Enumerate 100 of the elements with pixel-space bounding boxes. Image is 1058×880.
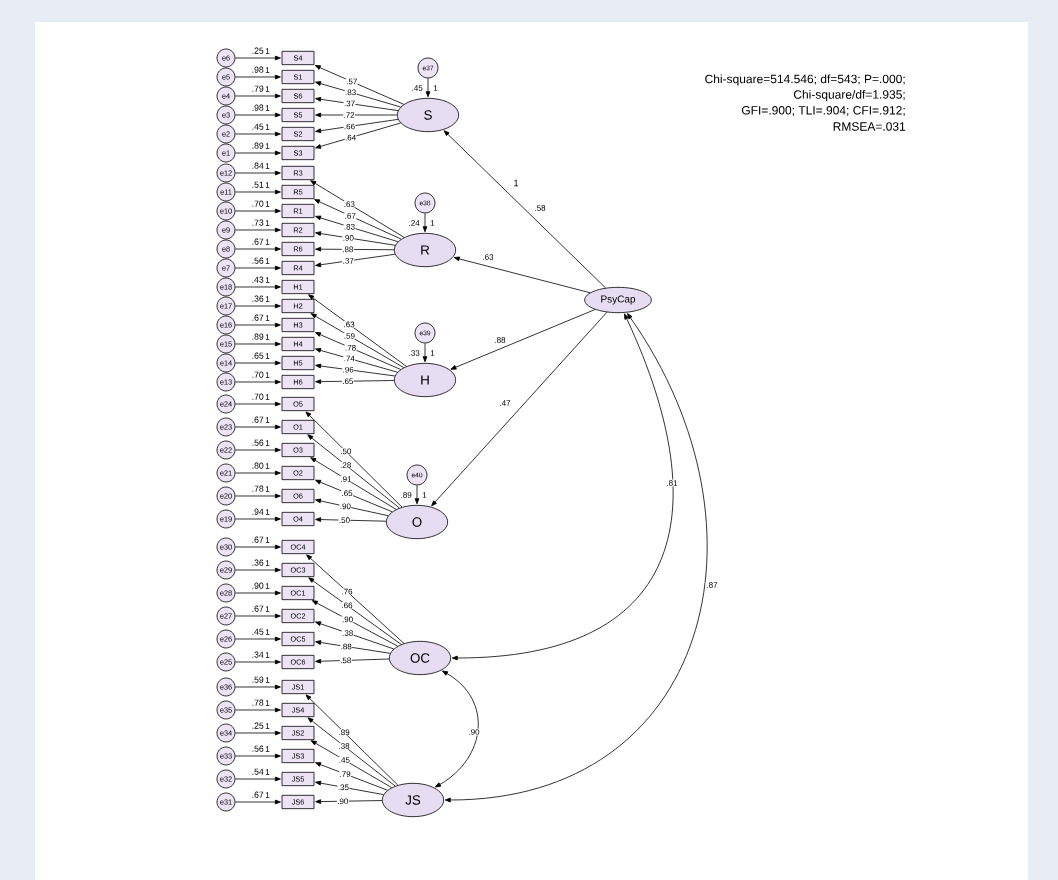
arrow: [235, 227, 281, 233]
value-label: .98: [252, 66, 264, 73]
arrow: [235, 246, 281, 252]
arrow: [235, 265, 281, 271]
coefficient-label: 1: [514, 179, 519, 187]
arrow: [235, 544, 281, 550]
edge-label: .63: [481, 253, 495, 261]
edge-label: 1: [265, 606, 270, 612]
arrow: [235, 613, 281, 619]
edge-label: 1: [265, 296, 270, 302]
edge-label: .88: [341, 246, 354, 253]
edge-label: .90: [467, 728, 481, 736]
arrow: [315, 253, 396, 268]
edge-label: .50: [339, 448, 352, 455]
edge-label: .64: [344, 134, 357, 141]
edge-label: 1: [265, 463, 270, 469]
edge-label: .57: [345, 78, 358, 85]
value-label: .84: [252, 162, 264, 169]
edge-label: 1: [433, 85, 438, 91]
arrow: [235, 284, 281, 290]
edge-label: .63: [343, 200, 356, 208]
value-label: .36: [252, 295, 264, 302]
arrow: [235, 799, 281, 805]
edge-label: .83: [343, 223, 356, 231]
value-label: .80: [252, 462, 264, 469]
arrow: [235, 590, 281, 596]
arrow: [235, 776, 281, 782]
arrow: [235, 303, 281, 309]
value-label: .90: [252, 582, 264, 589]
arrow: [315, 215, 399, 243]
edge-label: 1: [265, 182, 270, 188]
edge-label: 1: [430, 350, 435, 356]
arrow: [308, 577, 402, 645]
edge-label: .28: [339, 461, 352, 469]
edge-label: .88: [340, 643, 353, 650]
edge-label: .37: [342, 257, 355, 265]
arrow: [315, 658, 390, 664]
arrow: [235, 401, 281, 407]
arrow: [235, 684, 281, 690]
arrow: [235, 131, 281, 137]
edge-label: .90: [336, 798, 349, 805]
value-label: .25: [252, 47, 264, 54]
edge-label: 1: [265, 700, 270, 706]
edge-label: 1: [265, 537, 270, 543]
edge-label: 1: [265, 163, 270, 169]
arrow: [235, 379, 281, 385]
edge-label: .78: [344, 344, 357, 351]
edge-label: .59: [343, 332, 356, 340]
arrow: [431, 311, 608, 507]
arrow: [315, 799, 383, 804]
value-label: .70: [252, 200, 264, 207]
arrow: [235, 567, 281, 573]
arrow: [306, 554, 405, 644]
arrow: [310, 740, 393, 788]
edge-label: .65: [341, 489, 353, 497]
arrow: [235, 360, 281, 366]
arrow: [235, 659, 281, 665]
arrow: [305, 411, 403, 508]
arrow: [315, 780, 384, 795]
arrow: [235, 753, 281, 759]
edge-label: .76: [341, 588, 353, 595]
fit-statistics-text: GFI=.900; TLI=.904; CFI=.912;: [741, 106, 905, 116]
arrow: [453, 256, 591, 294]
value-label: .67: [252, 416, 264, 423]
edge-label: 1: [265, 239, 270, 245]
arrow: [235, 707, 281, 713]
arrow: [414, 485, 420, 505]
arrow: [235, 55, 281, 61]
edge-label: .88: [493, 336, 507, 344]
arrow: [307, 434, 400, 509]
edge-label: .81: [665, 479, 679, 487]
edge-label: 1: [265, 143, 270, 149]
edge-label: 1: [265, 394, 270, 400]
arrow: [235, 516, 281, 522]
arrow: [315, 363, 396, 377]
fit-statistics-text: Chi-square/df=1.935;: [793, 89, 905, 102]
arrow: [425, 78, 431, 98]
value-label: .24: [409, 220, 420, 226]
value-label: .25: [252, 722, 264, 729]
arrow: [307, 717, 396, 787]
value-label: .56: [252, 745, 264, 752]
arrow: [315, 81, 401, 108]
arrow: [315, 96, 399, 111]
arrow: [308, 294, 407, 367]
value-label: .70: [252, 371, 264, 378]
arrow: [310, 457, 397, 510]
value-label: .51: [252, 181, 264, 188]
value-label: .56: [252, 257, 264, 264]
value-label: .78: [252, 485, 264, 492]
arrow: [235, 493, 281, 499]
double-headed-arrow: [451, 313, 674, 661]
arrow: [235, 208, 281, 214]
arrow: [315, 112, 398, 118]
arrow: [314, 65, 405, 105]
arrow: [315, 762, 388, 791]
edge-label: 1: [265, 48, 270, 54]
arrow: [235, 74, 281, 80]
fit-statistics-text: Chi-square=514.546; df=543; P=.000;: [705, 74, 905, 86]
value-label: .45: [252, 628, 264, 635]
edge-label: 1: [430, 220, 435, 226]
